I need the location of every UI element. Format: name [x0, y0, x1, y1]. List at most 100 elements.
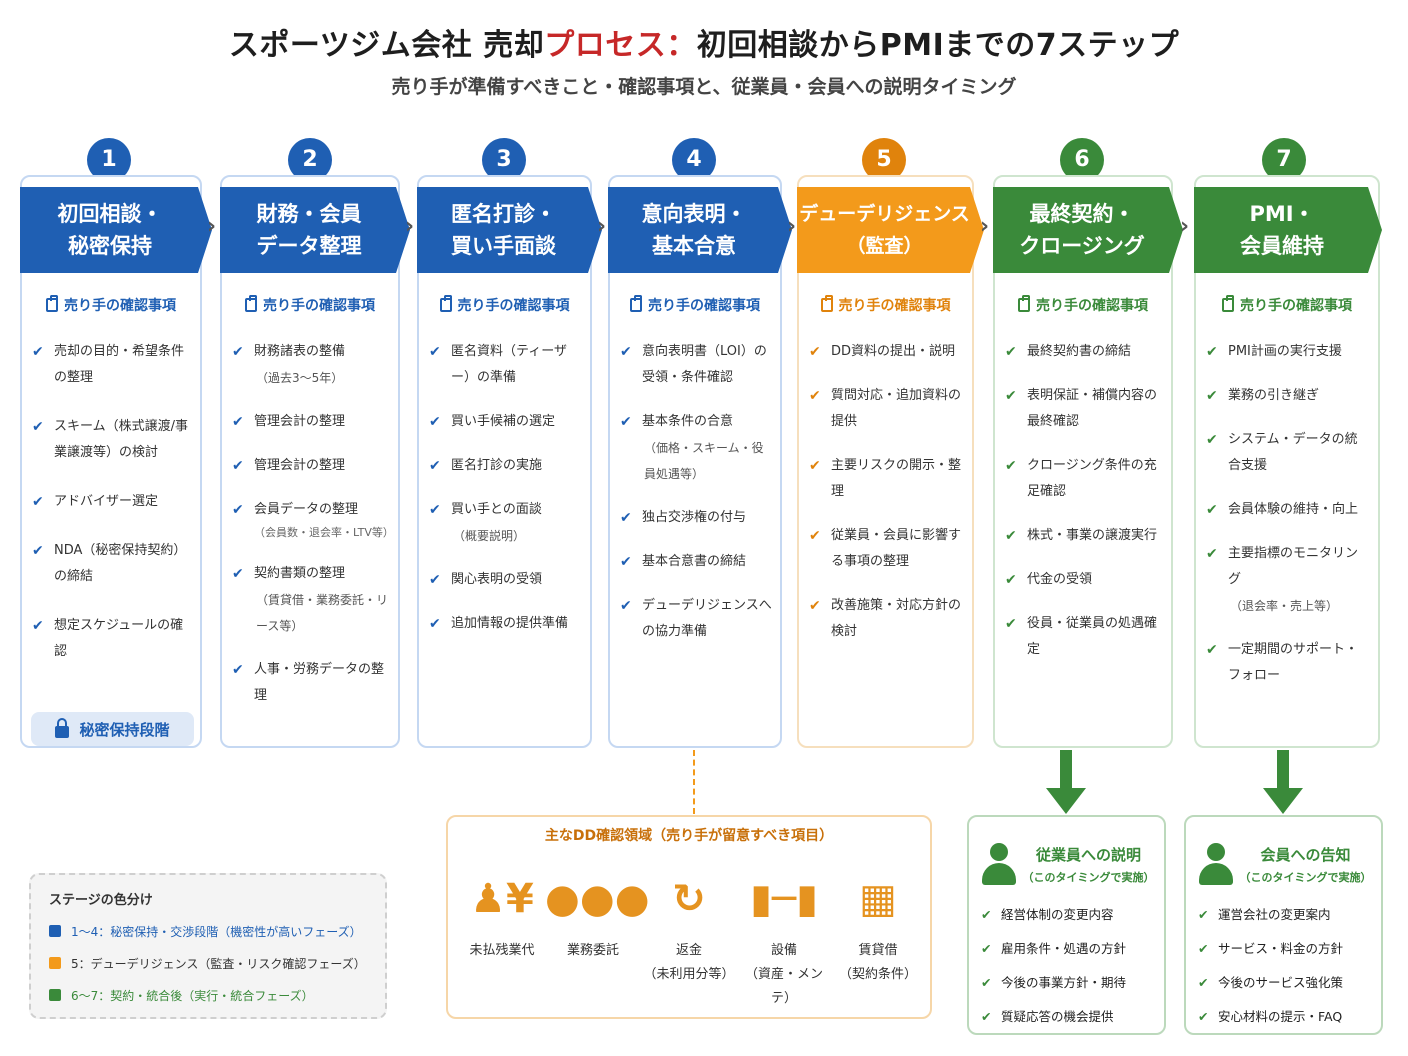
step-6-section-heading: 売り手の確認事項: [995, 295, 1171, 315]
list-item: アドバイザー選定: [32, 489, 192, 515]
legend-row-orange: 5：デューデリジェンス（監査・リスク確認フェーズ）: [49, 955, 366, 972]
list-item: 表明保証・補償内容の最終確認: [1005, 383, 1163, 435]
chevron-right-icon: ›: [597, 214, 607, 239]
list-item: NDA（秘密保持契約）の締結: [32, 538, 192, 590]
arrow-down-icon: [1263, 750, 1303, 816]
dd-item-refund: ↻ 返金（未利用分等）: [641, 873, 737, 987]
step-7-number: 7: [1262, 138, 1306, 182]
list-item: 基本条件の合意（価格・スキーム・役員処遇等）: [620, 409, 772, 487]
list-item: 会員体験の維持・向上: [1206, 497, 1370, 523]
step-3-checklist: 匿名資料（ティーザー）の準備 買い手候補の選定 匿名打診の実施 買い手との面談（…: [429, 339, 582, 655]
list-item: 財務諸表の整備（過去3〜5年）: [232, 339, 390, 391]
list-item: 基本合意書の締結: [620, 549, 772, 575]
member-checklist: 運営会社の変更案内 サービス・料金の方針 今後のサービス強化策 安心材料の提示・…: [1198, 905, 1375, 1041]
clipboard-icon: [820, 295, 833, 312]
list-item: 今後の事業方針・期待: [981, 973, 1158, 993]
step-4-banner: 意向表明・基本合意: [608, 187, 792, 273]
employee-box-note: （このタイミングで実施）: [1022, 870, 1155, 884]
list-item: デューデリジェンスへの協力準備: [620, 593, 772, 645]
list-item: 契約書類の整理（賃貸借・業務委託・リース等）: [232, 561, 390, 639]
list-item: 独占交渉権の付与: [620, 505, 772, 531]
list-item: 買い手候補の選定: [429, 409, 582, 435]
clipboard-icon: [245, 295, 257, 312]
list-item: 管理会計の整理: [232, 453, 390, 479]
list-item: 役員・従業員の処遇確定: [1005, 611, 1163, 663]
step-6-number: 6: [1060, 138, 1104, 182]
clipboard-icon: [439, 295, 452, 312]
list-item: 売却の目的・希望条件の整理: [32, 339, 192, 391]
step-6-banner: 最終契約・クロージング: [993, 187, 1183, 273]
step-4-card: 意向表明・基本合意 売り手の確認事項 意向表明書（LOI）の受領・条件確認 基本…: [608, 175, 782, 748]
employee-explanation-box: 従業員への説明（このタイミングで実施） 経営体制の変更内容 雇用条件・処遇の方針…: [967, 815, 1166, 1035]
step-1-checklist: 売却の目的・希望条件の整理 スキーム（株式譲渡/事業譲渡等）の検討 アドバイザー…: [32, 339, 192, 688]
step-4-number: 4: [672, 138, 716, 182]
list-item: サービス・料金の方針: [1198, 939, 1375, 959]
member-box-title: 会員への告知: [1260, 845, 1351, 864]
step-4-section-heading: 売り手の確認事項: [610, 295, 780, 315]
step-7-banner: PMI・会員維持: [1194, 187, 1382, 273]
employee-checklist: 経営体制の変更内容 雇用条件・処遇の方針 今後の事業方針・期待 質疑応答の機会提…: [981, 905, 1158, 1041]
dumbbell-icon: ▮─▮: [749, 876, 819, 922]
chevron-right-icon: ›: [1180, 214, 1190, 239]
dd-item-equipment: ▮─▮ 設備（資産・メンテ）: [736, 873, 832, 1011]
list-item: 想定スケジュールの確認: [32, 613, 192, 665]
list-item: 最終契約書の締結: [1005, 339, 1163, 365]
clipboard-icon: [1222, 295, 1234, 312]
step-1-banner: 初回相談・秘密保持: [20, 187, 212, 273]
step-7-section-heading: 売り手の確認事項: [1196, 295, 1378, 315]
list-item: 質疑応答の機会提供: [981, 1007, 1158, 1027]
step-1-section-heading: 売り手の確認事項: [22, 295, 200, 315]
dd-connector-line: [693, 750, 695, 814]
step-6-card: 最終契約・クロージング 売り手の確認事項 最終契約書の締結 表明保証・補償内容の…: [993, 175, 1173, 748]
list-item: 追加情報の提供準備: [429, 611, 582, 637]
confidential-stage-badge: 秘密保持段階: [31, 712, 194, 746]
step-3-number: 3: [482, 138, 526, 182]
person-icon: [1196, 841, 1236, 887]
step-2-checklist: 財務諸表の整備（過去3〜5年） 管理会計の整理 管理会計の整理 会員データの整理…: [232, 339, 394, 727]
dd-item-lease: ▦ 賃貸借（契約条件）: [830, 873, 926, 987]
legend-swatch: [49, 925, 61, 937]
member-notice-box: 会員への告知（このタイミングで実施） 運営会社の変更案内 サービス・料金の方針 …: [1184, 815, 1383, 1035]
step-2-banner: 財務・会員データ整理: [220, 187, 410, 273]
list-item: 関心表明の受領: [429, 567, 582, 593]
list-item: 主要指標のモニタリング（退会率・売上等）: [1206, 541, 1370, 619]
building-icon: ▦: [859, 876, 897, 922]
step-3-card: 匿名打診・買い手面談 売り手の確認事項 匿名資料（ティーザー）の準備 買い手候補…: [417, 175, 592, 748]
clipboard-icon: [630, 295, 642, 312]
chevron-right-icon: ›: [980, 214, 990, 239]
refund-icon: ↻: [672, 876, 706, 922]
step-5-banner: デューデリジェンス（監査）: [797, 187, 984, 273]
step-5-checklist: DD資料の提出・説明 質問対応・追加資料の提供 主要リスクの開示・整理 従業員・…: [809, 339, 964, 663]
list-item: 匿名資料（ティーザー）の準備: [429, 339, 582, 391]
step-5-section-heading: 売り手の確認事項: [799, 295, 972, 315]
list-item: 従業員・会員に影響する事項の整理: [809, 523, 964, 575]
lock-icon: [55, 718, 70, 738]
list-item: 株式・事業の譲渡実行: [1005, 523, 1163, 549]
step-6-checklist: 最終契約書の締結 表明保証・補償内容の最終確認 クロージング条件の充足確認 株式…: [1005, 339, 1163, 681]
step-4-checklist: 意向表明書（LOI）の受領・条件確認 基本条件の合意（価格・スキーム・役員処遇等…: [620, 339, 772, 663]
step-2-section-heading: 売り手の確認事項: [222, 295, 398, 315]
step-1-card: 初回相談・秘密保持 売り手の確認事項 売却の目的・希望条件の整理 スキーム（株式…: [20, 175, 202, 748]
member-box-note: （このタイミングで実施）: [1239, 870, 1372, 884]
list-item: 管理会計の整理: [232, 409, 390, 435]
dd-areas-title: 主なDD確認領域（売り手が留意すべき項目）: [544, 828, 834, 844]
employee-box-title: 従業員への説明: [1035, 845, 1141, 864]
dd-item-outsourcing: ●●● 業務委託: [545, 873, 650, 963]
list-item: 運営会社の変更案内: [1198, 905, 1375, 925]
list-item: クロージング条件の充足確認: [1005, 453, 1163, 505]
step-3-banner: 匿名打診・買い手面談: [417, 187, 602, 273]
list-item: 意向表明書（LOI）の受領・条件確認: [620, 339, 772, 391]
step-2-number: 2: [288, 138, 332, 182]
page-title: スポーツジム会社 売却プロセス：初回相談からPMIまでの7ステップ: [228, 28, 1180, 63]
legend-title: ステージの色分け: [49, 893, 153, 908]
legend-swatch: [49, 957, 61, 969]
list-item: PMI計画の実行支援: [1206, 339, 1370, 365]
clipboard-icon: [1018, 295, 1030, 312]
list-item: 改善施策・対応方針の検討: [809, 593, 964, 645]
list-item: スキーム（株式譲渡/事業譲渡等）の検討: [32, 414, 192, 466]
step-5-card: デューデリジェンス（監査） 売り手の確認事項 DD資料の提出・説明 質問対応・追…: [797, 175, 974, 748]
list-item: 今後のサービス強化策: [1198, 973, 1375, 993]
list-item: 匿名打診の実施: [429, 453, 582, 479]
chevron-right-icon: ›: [405, 214, 415, 239]
